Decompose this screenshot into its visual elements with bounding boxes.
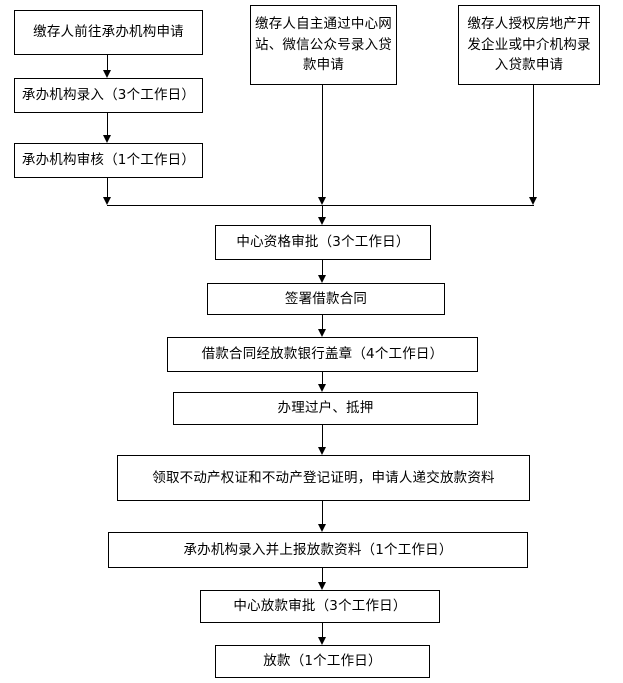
connector-bus-to-center-qualification [322, 205, 323, 217]
connector-self-service-to-bus [322, 85, 323, 197]
node-collect-certificates: 领取不动产权证和不动产登记证明，申请人递交放款资料 [117, 455, 530, 501]
node-developer-entry: 缴存人授权房地产开发企业或中介机构录入贷款申请 [458, 5, 600, 85]
arrowhead-sign-to-bank-seal [318, 329, 326, 337]
connector-collect-to-agency-submit [322, 501, 323, 524]
node-disbursement: 放款（1个工作日） [215, 645, 430, 678]
arrowhead-transfer-to-collect [318, 447, 326, 455]
arrowhead-self-service-to-bus [318, 197, 326, 205]
connector-merge-bus [107, 205, 534, 206]
node-self-service-entry-label: 缴存人自主通过中心网站、微信公众号录入贷款申请 [255, 16, 392, 74]
node-disbursement-label: 放款（1个工作日） [263, 653, 382, 670]
connector-bank-seal-to-transfer [322, 372, 323, 384]
connector-agency-submit-to-approval [322, 568, 323, 582]
arrowhead-entry-to-review [103, 135, 111, 143]
connector-qualification-to-sign [322, 260, 323, 275]
arrowhead-bus-to-center-qualification [318, 217, 326, 225]
node-applicant-visit-label: 缴存人前往承办机构申请 [33, 24, 184, 41]
node-developer-entry-label: 缴存人授权房地产开发企业或中介机构录入贷款申请 [467, 16, 591, 74]
node-bank-seal-label: 借款合同经放款银行盖章（4个工作日） [201, 346, 444, 363]
node-sign-contract-label: 签署借款合同 [284, 290, 368, 307]
arrowhead-review-to-bus [103, 197, 111, 205]
connector-developer-to-bus [533, 85, 534, 197]
node-self-service-entry: 缴存人自主通过中心网站、微信公众号录入贷款申请 [250, 5, 397, 85]
connector-approval-to-disbursement [322, 623, 323, 637]
node-agency-review: 承办机构审核（1个工作日） [14, 143, 203, 178]
node-center-qualification: 中心资格审批（3个工作日） [215, 225, 431, 260]
connector-entry-to-review [107, 113, 108, 135]
node-agency-entry-label: 承办机构录入（3个工作日） [21, 87, 196, 104]
node-bank-seal: 借款合同经放款银行盖章（4个工作日） [167, 337, 478, 372]
node-agency-entry: 承办机构录入（3个工作日） [14, 78, 203, 113]
node-transfer-mortgage-label: 办理过户、抵押 [277, 400, 374, 417]
connector-transfer-to-collect [322, 425, 323, 447]
node-center-disbursement-approval-label: 中心放款审批（3个工作日） [233, 598, 407, 615]
node-collect-certificates-label: 领取不动产权证和不动产登记证明，申请人递交放款资料 [152, 469, 495, 486]
arrowhead-qualification-to-sign [318, 275, 326, 283]
node-center-qualification-label: 中心资格审批（3个工作日） [236, 234, 410, 251]
connector-sign-to-bank-seal [322, 315, 323, 329]
node-center-disbursement-approval: 中心放款审批（3个工作日） [200, 590, 440, 623]
node-agency-review-label: 承办机构审核（1个工作日） [21, 152, 196, 169]
node-agency-submit-label: 承办机构录入并上报放款资料（1个工作日） [183, 541, 453, 558]
arrowhead-agency-submit-to-approval [318, 582, 326, 590]
arrowhead-collect-to-agency-submit [318, 524, 326, 532]
connector-review-to-bus [107, 178, 108, 197]
node-agency-submit: 承办机构录入并上报放款资料（1个工作日） [108, 532, 528, 568]
arrowhead-approval-to-disbursement [318, 637, 326, 645]
arrowhead-visit-to-entry [103, 70, 111, 78]
arrowhead-bank-seal-to-transfer [318, 384, 326, 392]
node-applicant-visit: 缴存人前往承办机构申请 [14, 10, 203, 55]
node-sign-contract: 签署借款合同 [207, 283, 445, 315]
node-transfer-mortgage: 办理过户、抵押 [173, 392, 478, 425]
arrowhead-developer-to-bus [529, 197, 537, 205]
connector-visit-to-entry [107, 55, 108, 71]
